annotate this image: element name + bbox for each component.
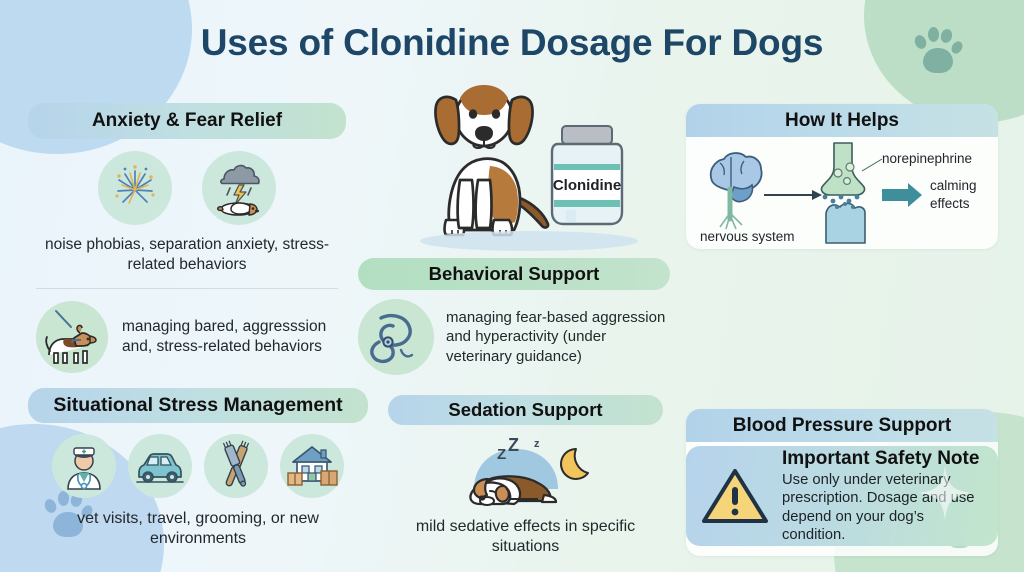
sedation-illustration: Z Z z bbox=[388, 429, 663, 515]
section-heading-situational: Situational Stress Management bbox=[28, 388, 368, 423]
section-sedation-support: Sedation Support Z Z z mild sedative eff bbox=[388, 395, 663, 558]
paw-print-icon bbox=[912, 22, 966, 78]
grooming-brushes-icon bbox=[204, 434, 268, 498]
label-nervous-system: nervous system bbox=[700, 229, 795, 244]
behavioral-caption: managing fear-based aggression and hyper… bbox=[446, 309, 666, 365]
situational-icon-row bbox=[28, 434, 368, 498]
section-heading-blood-pressure: Blood Pressure Support bbox=[686, 409, 998, 442]
hero-shadow bbox=[420, 231, 638, 251]
arrow-calming-icon bbox=[882, 183, 922, 207]
behavioral-content-row: managing fear-based aggression and hyper… bbox=[358, 299, 670, 375]
safety-heading: Important Safety Note bbox=[782, 447, 980, 469]
paw-print-icon bbox=[42, 486, 96, 542]
car-icon bbox=[128, 434, 192, 498]
dog-on-leash-icon bbox=[36, 300, 108, 373]
label-norepinephrine: norepinephrine bbox=[882, 151, 972, 166]
vial-label: Clonidine bbox=[553, 177, 621, 194]
section-situational-stress: Situational Stress Management bbox=[28, 388, 368, 550]
dog-leash-icon bbox=[358, 299, 434, 375]
arrow-right-icon bbox=[764, 190, 822, 200]
section-divider bbox=[36, 287, 338, 289]
svg-text:Z: Z bbox=[497, 446, 506, 463]
safety-text-block: Important Safety Note Use only under vet… bbox=[782, 448, 986, 544]
section-heading-anxiety: Anxiety & Fear Relief bbox=[28, 103, 346, 139]
sedation-caption: mild sedative effects in specific situat… bbox=[415, 518, 636, 556]
section-heading-behavioral: Behavioral Support bbox=[358, 258, 670, 290]
fireworks-icon bbox=[98, 151, 172, 225]
sparkle-icon bbox=[918, 466, 972, 520]
anxiety-caption: noise phobias, separation anxiety, stres… bbox=[44, 236, 330, 273]
mechanism-diagram: norepinephrine calming effects nervous s… bbox=[686, 137, 998, 249]
section-how-it-helps: How It Helps bbox=[686, 104, 998, 249]
anxiety-secondary-row: managing bared, aggresssion and, stress-… bbox=[28, 300, 346, 373]
section-behavioral-support: Behavioral Support managing fear-based a… bbox=[358, 258, 670, 375]
label-calming: calming bbox=[930, 178, 977, 193]
svg-text:Z: Z bbox=[508, 435, 519, 455]
section-heading-sedation: Sedation Support bbox=[388, 395, 663, 425]
anxiety-secondary-caption: managing bared, aggresssion and, stress-… bbox=[122, 317, 327, 355]
label-effects: effects bbox=[930, 196, 970, 211]
veterinarian-icon bbox=[52, 434, 116, 498]
page-title: Uses of Clonidine Dosage For Dogs bbox=[200, 22, 824, 63]
synapse-icon bbox=[820, 142, 883, 244]
brain-icon bbox=[709, 152, 763, 230]
sleeping-dog-moon-icon: Z Z z bbox=[468, 435, 589, 506]
warning-triangle-icon bbox=[702, 469, 768, 523]
section-important-safety-note: Important Safety Note Use only under vet… bbox=[686, 446, 998, 546]
anxiety-icon-row bbox=[28, 151, 346, 225]
section-heading-how-it-helps: How It Helps bbox=[686, 104, 998, 137]
safety-body: Use only under veterinary prescription. … bbox=[782, 471, 975, 543]
svg-text:z: z bbox=[534, 438, 540, 450]
situational-caption: vet visits, travel, grooming, or new env… bbox=[77, 510, 319, 548]
thunderstorm-dog-icon bbox=[202, 151, 276, 225]
section-anxiety-fear-relief: Anxiety & Fear Relief bbox=[28, 103, 346, 373]
beagle-dog-icon: Clonidine bbox=[434, 85, 624, 237]
house-moving-icon bbox=[280, 434, 344, 498]
hero-illustration: Clonidine bbox=[398, 80, 658, 255]
